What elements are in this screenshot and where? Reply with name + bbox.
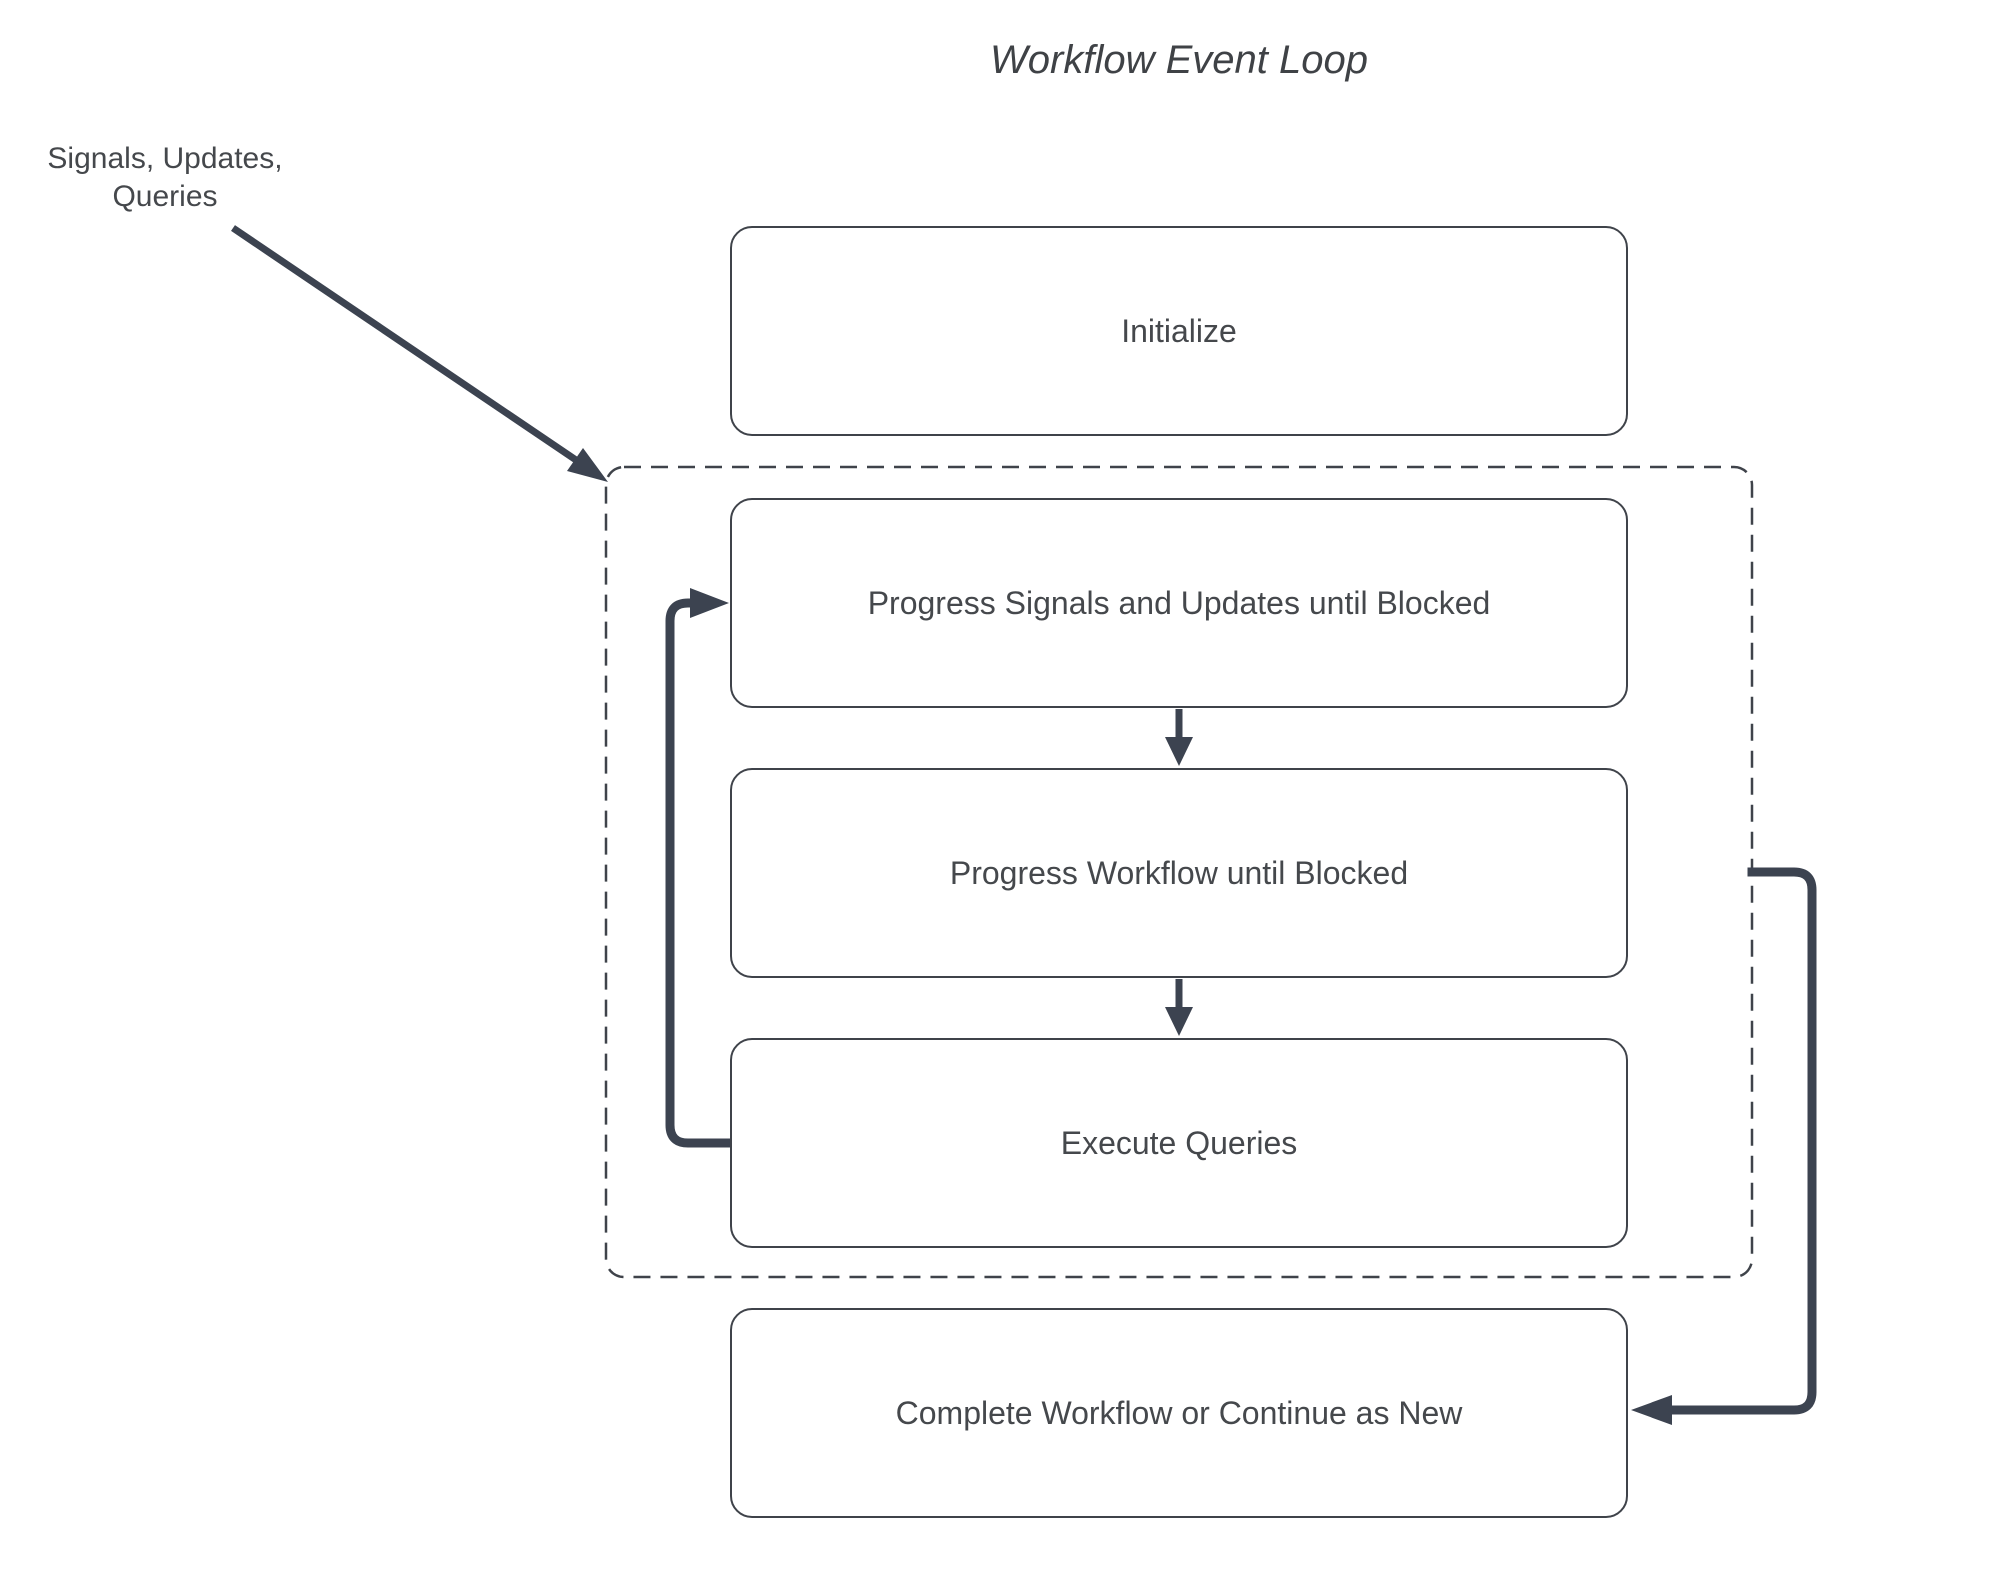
queries-to-signals-loop-arrow [665, 588, 735, 1148]
node-initialize: Initialize [730, 226, 1628, 436]
node-progress-signals: Progress Signals and Updates until Block… [730, 498, 1628, 708]
node-progress-workflow-label: Progress Workflow until Blocked [949, 854, 1409, 891]
signals-to-workflow-arrow [1165, 709, 1193, 766]
node-execute-queries: Execute Queries [730, 1038, 1628, 1248]
signals-to-group-arrow [231, 225, 608, 482]
node-progress-signals-label: Progress Signals and Updates until Block… [867, 584, 1491, 621]
group-to-complete-arrow [1631, 867, 1817, 1425]
diagram-title: Workflow Event Loop [990, 38, 1368, 82]
node-complete: Complete Workflow or Continue as New [730, 1308, 1628, 1518]
node-progress-workflow: Progress Workflow until Blocked [730, 768, 1628, 978]
node-execute-queries-label: Execute Queries [1060, 1124, 1298, 1161]
node-complete-label: Complete Workflow or Continue as New [895, 1394, 1463, 1431]
workflow-to-queries-arrow [1165, 979, 1193, 1036]
node-initialize-label: Initialize [1121, 312, 1237, 349]
signals-updates-queries-label: Signals, Updates, Queries [47, 142, 283, 213]
